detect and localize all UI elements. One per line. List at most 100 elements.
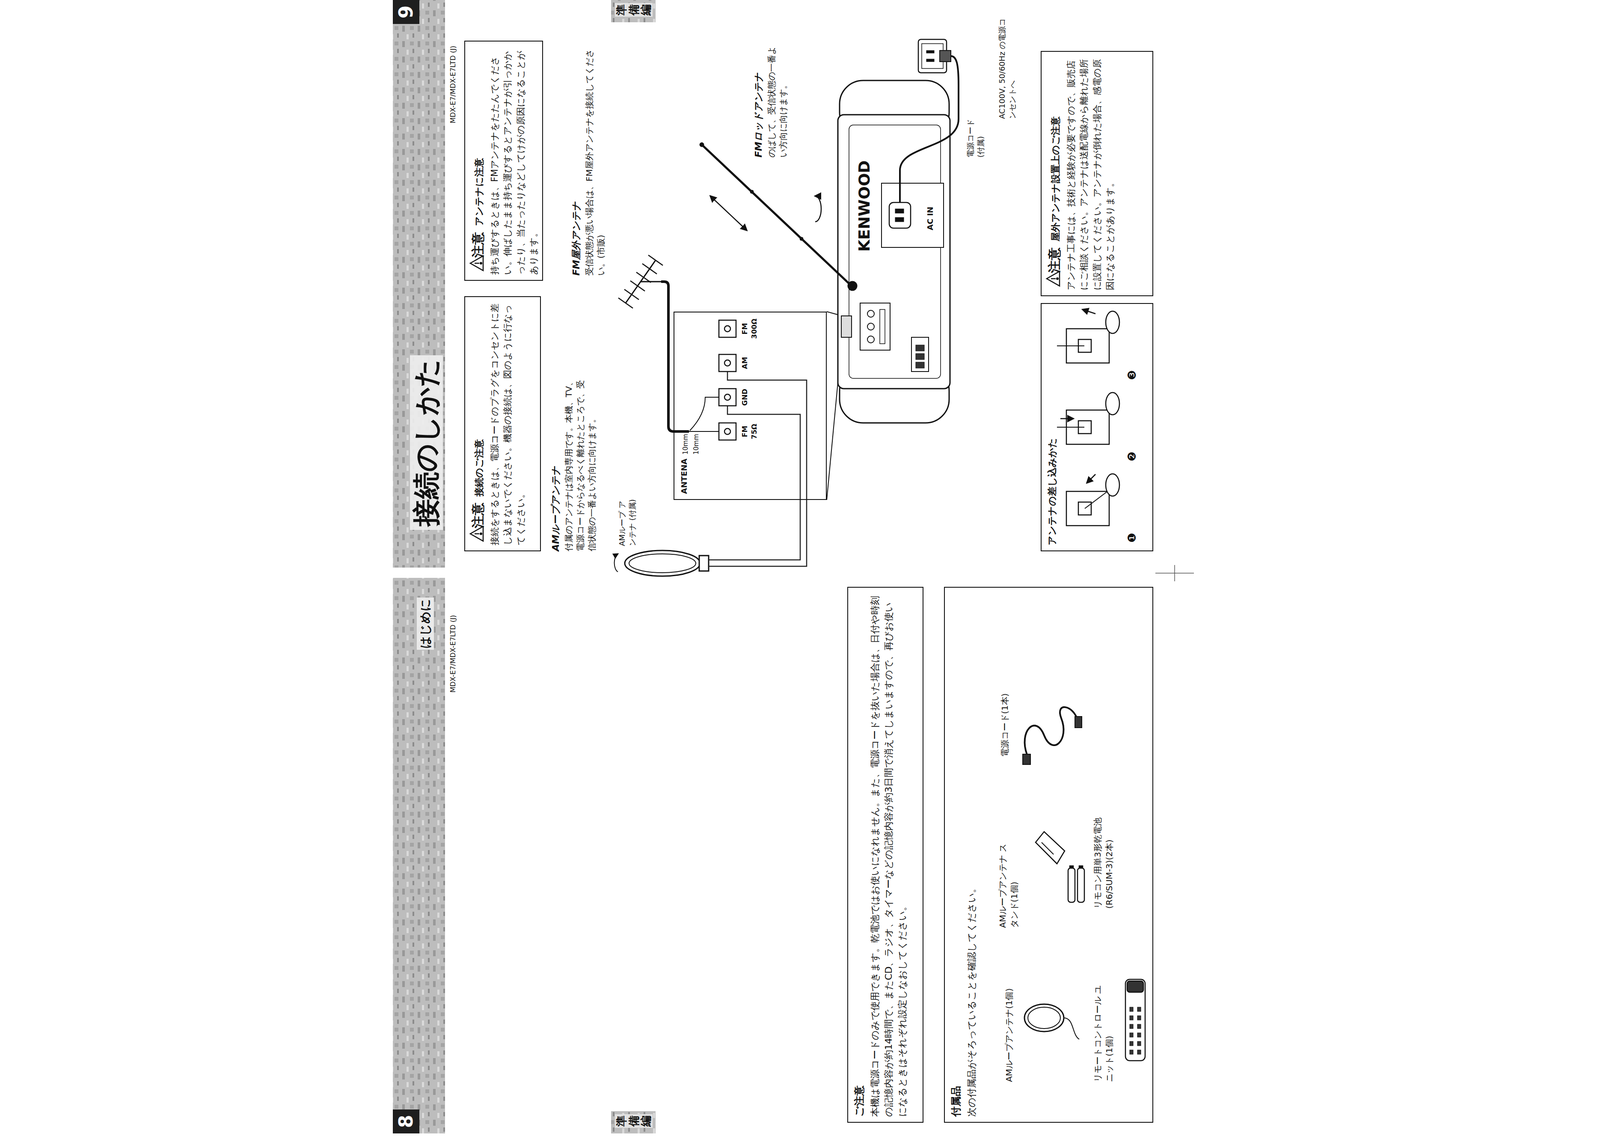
antenna-insertion-step <box>1066 491 1110 526</box>
antenna-insertion-step <box>1105 473 1120 496</box>
page-number-box <box>392 0 420 24</box>
accessory-am-loop <box>1063 1017 1080 1039</box>
box-heading: ご注意 <box>853 592 866 1117</box>
am-loop-antenna <box>614 550 709 576</box>
power-cord <box>939 50 951 62</box>
accessory-remote <box>1127 980 1144 992</box>
antenna-insertion-step <box>1060 418 1074 420</box>
fm-rod-antenna <box>710 195 747 231</box>
box-heading: ANTENA <box>679 317 689 494</box>
caution-box: 注意屋外アンテナ設置上のご注意アンテナ工事には、技術と経験が必要ですので、販売店… <box>1040 50 1154 297</box>
dimension: 10mm <box>681 433 690 455</box>
power-cord <box>926 59 935 62</box>
fm-feeder-cable <box>661 281 689 432</box>
unit-rear <box>879 309 885 344</box>
terminal-label: AM <box>740 350 750 376</box>
instruction-text: 付属のアンテナは室内専用です。本機、TV、電源コードからなるべく離れたところで、… <box>563 375 598 552</box>
accessory-remote <box>1137 1041 1141 1046</box>
instruction-text: 受信状態が悪い場合は、FM屋外アンテナを接続してください。(市販) <box>583 44 607 276</box>
unit-rear <box>895 217 904 222</box>
heading-text: 付属品 <box>949 1085 962 1117</box>
accessory-remote <box>1125 979 1146 1061</box>
antenna-terminal <box>718 320 737 440</box>
accessory-remote <box>1137 1049 1141 1054</box>
am-antenna-wire <box>708 371 807 567</box>
antenna-insertion-step <box>1056 426 1085 428</box>
header-band <box>392 0 446 568</box>
subheading-text: アンテナに注意 <box>473 157 485 226</box>
body-text: アンテナ工事には、技術と経験が必要ですので、販売店にご相談ください。アンテナは送… <box>1064 56 1117 291</box>
fm-outdoor-antenna <box>636 272 651 283</box>
part-label: AC100V, 50/60Hz の電源コンセントへ <box>997 11 1019 119</box>
fm-outdoor-antenna <box>640 281 662 283</box>
fm-outdoor-antenna <box>618 255 663 309</box>
accessory-remote <box>1129 1024 1134 1029</box>
warning-triangle <box>1046 271 1060 286</box>
part-label: 電源コード (付属) <box>965 106 987 158</box>
body-text: 次の付属品がそろっていることを確認してください。 <box>964 592 979 1117</box>
accessory-remote <box>1125 979 1146 1061</box>
fm-rod-antenna <box>799 237 804 241</box>
fm-rod-antenna <box>701 144 852 286</box>
accessory-remote <box>1137 1024 1141 1029</box>
antenna-terminal <box>718 422 737 440</box>
fm-rod-antenna <box>750 189 754 194</box>
antenna-insertion-step <box>1086 474 1096 483</box>
section-heading: FM屋外アンテナ <box>569 201 583 276</box>
warning-triangle <box>480 262 482 265</box>
accessory-power-cord <box>1024 706 1078 755</box>
step-number: ❷ <box>1124 451 1140 462</box>
accessory-power-cord <box>1022 753 1031 765</box>
fm-outdoor-antenna <box>624 289 639 300</box>
accessory-remote <box>1129 1049 1134 1054</box>
antenna-insertion-step <box>1056 309 1120 526</box>
fm-feeder-cable <box>688 430 719 432</box>
brand-logo: KENWOOD <box>854 160 876 252</box>
page-number: 9 <box>392 0 420 24</box>
crop-mark <box>1155 564 1194 582</box>
accessory-name: リモコン用単3形乾電池 (R6/SUM-3)(2本) <box>1092 801 1116 909</box>
page-number-box <box>392 1109 420 1134</box>
subheading-text: 接続のご注意 <box>473 439 485 497</box>
fm-outdoor-antenna <box>642 263 657 274</box>
accessory-remote <box>1129 1015 1134 1020</box>
am-loop-antenna <box>624 550 701 576</box>
accessory-remote <box>1137 1015 1141 1020</box>
unit-rear <box>915 344 925 351</box>
fm-feeder-cable <box>661 281 719 432</box>
caution-heading: 注意屋外アンテナ設置上のご注意 <box>1046 56 1063 291</box>
fm-outdoor-antenna <box>630 280 645 291</box>
unit-rear <box>915 353 925 360</box>
page-number: 8 <box>392 1109 420 1134</box>
terminal-label: FM 300Ω <box>740 315 759 342</box>
accessories-box: 付属品次の付属品がそろっていることを確認してください。 <box>943 586 1154 1123</box>
accessory-batteries <box>1077 867 1085 903</box>
antenna-terminal-inset: ANTENA <box>673 311 827 500</box>
fm-rod-antenna <box>699 142 852 286</box>
heading-text: 注意 <box>470 502 486 529</box>
section-tab <box>611 1110 656 1134</box>
accessory-batteries <box>1068 865 1085 903</box>
section-title: はじめに <box>416 597 434 650</box>
warning-triangle <box>1050 278 1056 280</box>
power-cord <box>926 50 935 54</box>
model-number: MDX-E7/MDX-E7LTD (J) <box>448 45 458 124</box>
accessory-am-loop <box>1024 1003 1080 1039</box>
caution-box: 注意アンテナに注意持ち運びするときは、FMアンテナをたたんでください。伸ばしたま… <box>464 40 544 281</box>
accessory-name: AMループアンテナ(1個) <box>1003 988 1016 1082</box>
heading-text: ご注意 <box>853 1085 866 1117</box>
accessory-batteries <box>1068 867 1075 903</box>
unit-rear <box>915 362 925 369</box>
crop-mark <box>1174 564 1176 582</box>
box-heading: アンテナの差し込みかた <box>1046 308 1058 546</box>
unit-rear <box>867 323 875 330</box>
accessory-am-loop <box>1024 1003 1064 1032</box>
subheading-text: 屋外アンテナ設置上のご注意 <box>1050 116 1061 242</box>
accessory-name: リモートコントロール ユニット(1個) <box>1092 983 1116 1082</box>
am-loop-antenna <box>629 553 696 573</box>
antenna-terminal <box>724 394 731 401</box>
terminal-label: FM 75Ω <box>740 418 759 445</box>
antenna-insertion-step <box>1084 491 1108 509</box>
unit-rear <box>889 202 911 229</box>
